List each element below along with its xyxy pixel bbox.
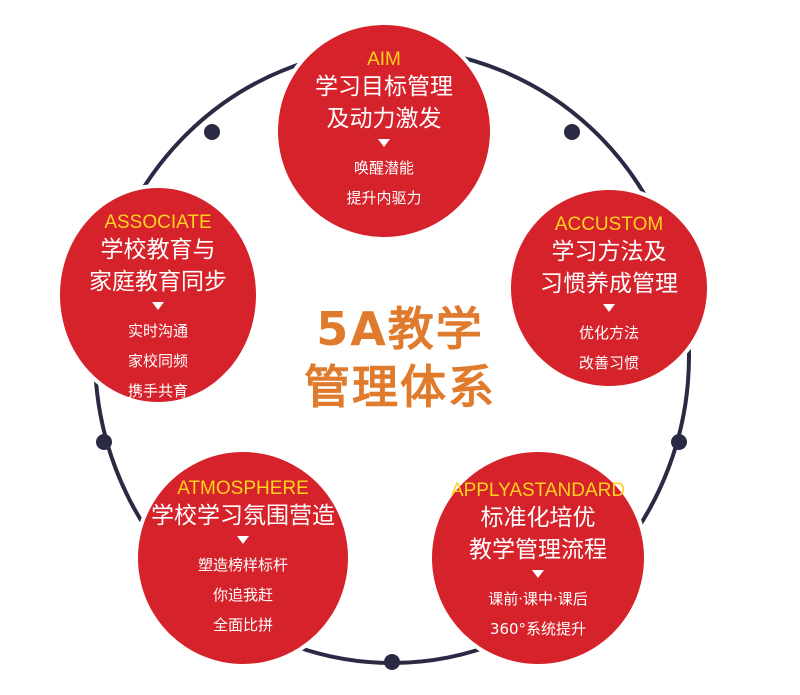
- center-title-line1: 5A教学: [316, 302, 484, 356]
- node-title-line1: 学习方法及: [551, 239, 667, 265]
- down-triangle-icon: [603, 304, 615, 312]
- node-point: 优化方法: [578, 324, 639, 342]
- node-point: 课前·课中·课后: [488, 590, 588, 608]
- ring-dot: [564, 124, 580, 140]
- node-title-line2: 教学管理流程: [469, 537, 607, 563]
- node-code: ATMOSPHERE: [177, 478, 309, 499]
- node-point: 提升内驱力: [346, 189, 422, 207]
- node-code: AIM: [367, 49, 401, 70]
- down-triangle-icon: [378, 139, 390, 147]
- node-point: 家校同频: [127, 352, 188, 370]
- ring-dot: [204, 124, 220, 140]
- node-associate: ASSOCIATE 学校教育与 家庭教育同步 实时沟通 家校同频 携手共育: [60, 188, 256, 402]
- ring-dot: [384, 654, 400, 670]
- node-code: APPLYASTANDARD: [450, 480, 626, 501]
- node-title-line2: 及动力激发: [326, 106, 442, 132]
- down-triangle-icon: [152, 302, 164, 310]
- down-triangle-icon: [532, 570, 544, 578]
- ring-dot: [671, 434, 687, 450]
- node-point: 唤醒潜能: [353, 159, 414, 177]
- node-title-line1: 学校学习氛围营造: [151, 503, 335, 529]
- node-point: 塑造榜样标杆: [197, 556, 288, 574]
- node-title-line1: 学校教育与: [100, 237, 216, 263]
- node-point: 全面比拼: [212, 616, 273, 634]
- node-title-line2: 习惯养成管理: [540, 271, 678, 297]
- node-point: 360°系统提升: [489, 620, 587, 638]
- node-title-line1: 学习目标管理: [315, 74, 453, 100]
- node-title-line1: 标准化培优: [480, 505, 596, 531]
- center-title: 5A教学 管理体系: [280, 300, 520, 416]
- node-point: 你追我赶: [212, 586, 273, 604]
- node-applyastandard: APPLYASTANDARD 标准化培优 教学管理流程 课前·课中·课后 360…: [432, 452, 644, 664]
- center-title-line2: 管理体系: [304, 360, 496, 414]
- node-point: 改善习惯: [578, 354, 639, 372]
- node-point: 实时沟通: [127, 322, 188, 340]
- node-aim: AIM 学习目标管理 及动力激发 唤醒潜能 提升内驱力: [278, 25, 490, 237]
- node-point: 携手共育: [127, 382, 188, 400]
- node-atmosphere: ATMOSPHERE 学校学习氛围营造 塑造榜样标杆 你追我赶 全面比拼: [138, 452, 348, 664]
- ring-dot: [96, 434, 112, 450]
- node-title-line2: 家庭教育同步: [89, 269, 227, 295]
- node-code: ASSOCIATE: [104, 212, 212, 233]
- down-triangle-icon: [237, 536, 249, 544]
- node-code: ACCUSTOM: [554, 214, 664, 235]
- node-accustom: ACCUSTOM 学习方法及 习惯养成管理 优化方法 改善习惯: [511, 190, 707, 386]
